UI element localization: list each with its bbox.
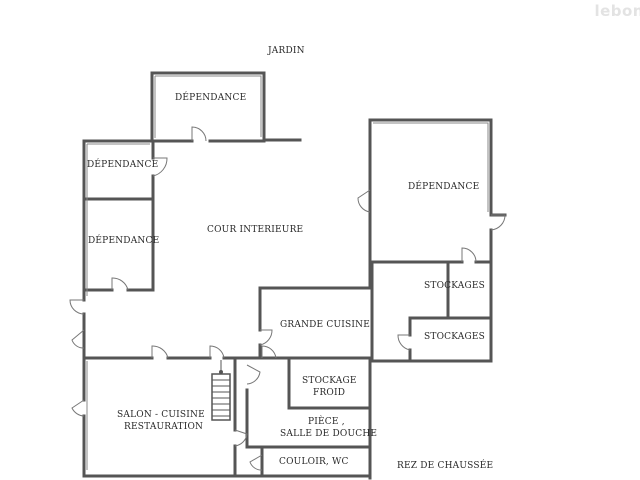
watermark: lebon bbox=[594, 2, 640, 20]
label-stockage-froid-2: FROID bbox=[313, 388, 346, 398]
wall-dep-left-2 bbox=[126, 197, 155, 292]
wall-dependance-top bbox=[150, 71, 302, 142]
label-rez-de-chaussee: REZ DE CHAUSSÉE bbox=[397, 461, 494, 471]
door-cuisine bbox=[259, 329, 273, 346]
wall-dependance-right-b bbox=[474, 228, 493, 264]
label-stockages-2: STOCKAGES bbox=[424, 332, 486, 342]
label-dependance-top: DÉPENDANCE bbox=[175, 93, 247, 103]
staircase bbox=[211, 360, 231, 421]
door-left-outer-2 bbox=[71, 329, 85, 349]
label-dependance-right: DÉPENDANCE bbox=[408, 182, 480, 192]
door-dep-right bbox=[357, 189, 371, 213]
door-cour-bottom bbox=[151, 345, 169, 359]
label-stockages-1: STOCKAGES bbox=[424, 281, 486, 291]
label-dependance-left-2: DÉPENDANCE bbox=[88, 236, 160, 246]
door-cour-bottom-2 bbox=[209, 345, 225, 359]
label-piece-1: PIÈCE , bbox=[308, 417, 345, 427]
label-piece-2: SALLE DE DOUCHE bbox=[280, 429, 378, 439]
wall-stockages-outer bbox=[370, 260, 493, 363]
label-grande-cuisine: GRANDE CUISINE bbox=[280, 320, 370, 330]
door-dep-right-2 bbox=[490, 214, 506, 231]
door-dep-left-2 bbox=[111, 277, 129, 291]
label-salon-2: RESTAURATION bbox=[124, 422, 204, 432]
door-stock-2 bbox=[397, 334, 411, 351]
door-stock-1 bbox=[461, 247, 477, 263]
door-dep-left-1 bbox=[152, 157, 168, 177]
door-dep-top bbox=[191, 126, 207, 142]
wall-stockage-froid bbox=[287, 356, 372, 410]
label-jardin: JARDIN bbox=[268, 46, 305, 56]
door-lower bbox=[246, 364, 261, 385]
wall-dependance-right bbox=[368, 118, 507, 217]
label-couloir: COULOIR, WC bbox=[279, 457, 349, 467]
wall-cour-right bbox=[258, 118, 372, 332]
label-dependance-left-1: DÉPENDANCE bbox=[87, 160, 159, 170]
door-cuisine-bottom bbox=[261, 345, 277, 359]
door-salon-right bbox=[234, 429, 248, 447]
label-stockage-froid-1: STOCKAGE bbox=[302, 376, 357, 386]
door-couloir bbox=[249, 454, 263, 471]
door-left-outer bbox=[69, 299, 85, 315]
wall-dependance-top-left bbox=[150, 71, 194, 143]
label-salon-1: SALON - CUISINE bbox=[117, 410, 205, 420]
door-salon-left bbox=[71, 399, 85, 417]
label-cour-interieure: COUR INTERIEURE bbox=[207, 225, 304, 235]
wall-dep-left-1 bbox=[82, 174, 155, 201]
